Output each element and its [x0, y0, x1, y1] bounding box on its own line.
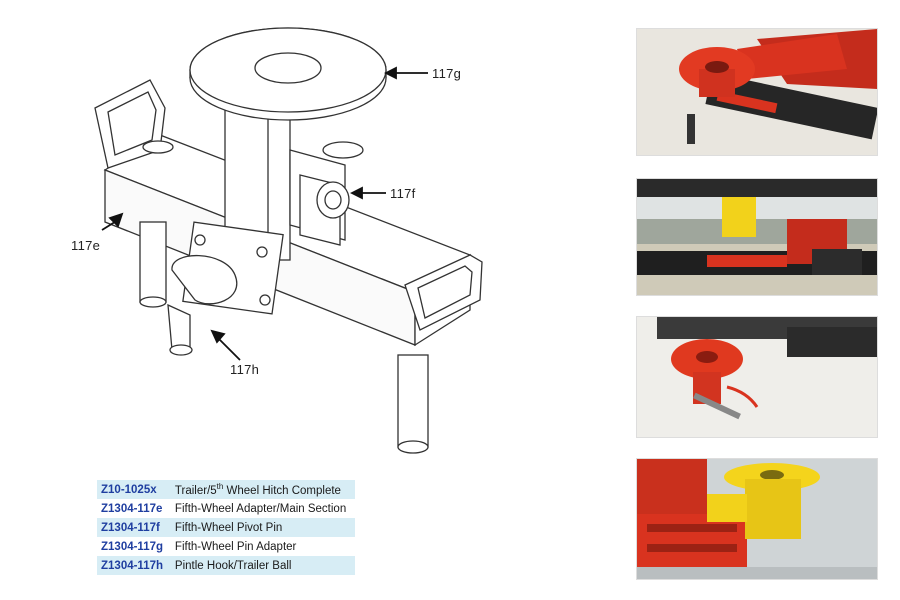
photo-fifth-wheel-with-pin [636, 316, 878, 438]
part-description: Fifth-Wheel Pivot Pin [170, 518, 355, 537]
table-row: Z1304-117h Pintle Hook/Trailer Ball [97, 556, 355, 575]
hitch-line-drawing [94, 27, 483, 454]
pin-adapter-block [289, 141, 364, 246]
part-description: Fifth-Wheel Adapter/Main Section [174, 502, 347, 515]
part-description: Fifth-Wheel Pin Adapter [174, 540, 297, 553]
beam-legs [139, 221, 429, 454]
callout-117h: 117h [230, 362, 260, 377]
table-row: Z10-1025x Trailer/5th Wheel Hitch Comple… [97, 480, 355, 499]
photo-adapter-under-trailer [636, 178, 878, 296]
part-code: Z1304-117h [97, 556, 171, 575]
table-row: Z1304-117f Fifth-Wheel Pivot Pin [97, 518, 355, 537]
fifth-wheel-plate [189, 27, 387, 121]
part-code: Z1304-117g [101, 540, 164, 553]
part-code: Z10-1025x [97, 480, 171, 499]
callout-117e: 117e [71, 238, 101, 253]
parts-legend-table: Z10-1025x Trailer/5th Wheel Hitch Comple… [97, 480, 355, 575]
part-description: Pintle Hook/Trailer Ball [170, 556, 355, 575]
table-row: Z1304-117g Fifth-Wheel Pin Adapter [97, 537, 355, 556]
callout-117f: 117f [390, 186, 416, 201]
photo-yellow-adapter [636, 458, 878, 580]
table-row: Z1304-117e Fifth-Wheel Adapter/Main Sect… [97, 499, 355, 518]
part-code: Z1304-117e [101, 502, 163, 515]
pintle-hook [167, 221, 284, 356]
photo-fifth-wheel-installed [636, 28, 878, 156]
part-description: Trailer/5th Wheel Hitch Complete [170, 480, 355, 499]
beam-handles [94, 79, 483, 331]
callout-117g: 117g [432, 66, 462, 81]
part-code: Z1304-117f [97, 518, 171, 537]
callout-arrows [101, 66, 428, 361]
